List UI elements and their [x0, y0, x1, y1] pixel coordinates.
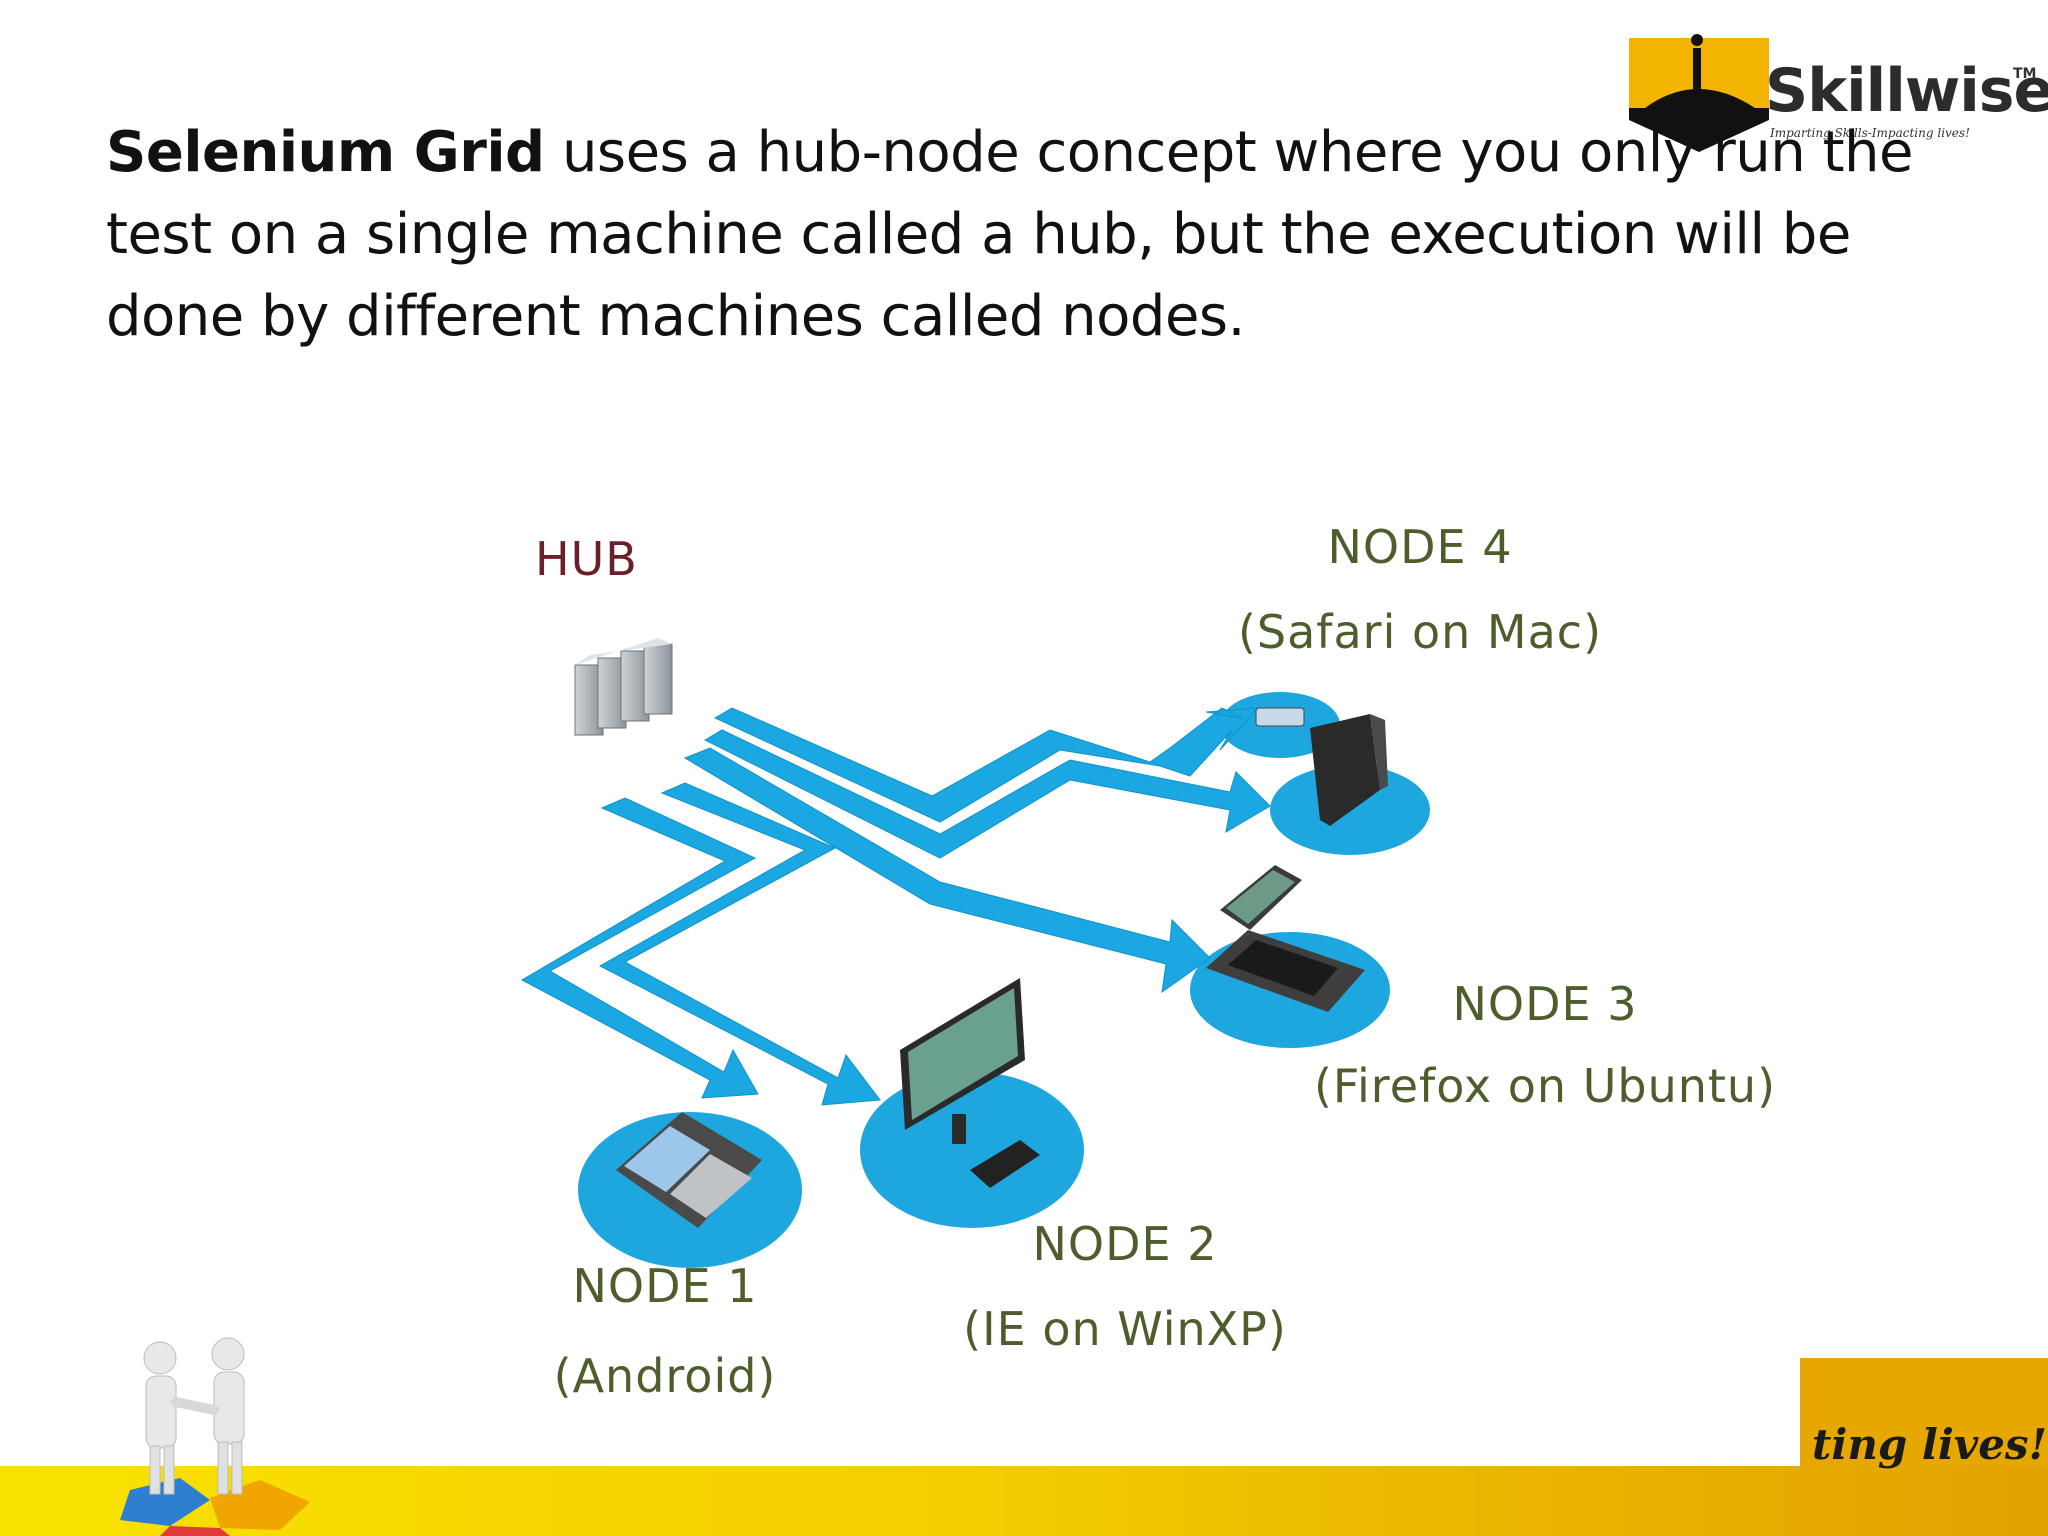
node4-sublabel: (Safari on Mac): [1238, 605, 1602, 659]
logo-wordmark: Skillwise: [1765, 56, 2048, 126]
node4-label: NODE 4: [1328, 520, 1513, 574]
arrow-to-node2: [598, 782, 881, 1106]
arrow-to-node4-b: [703, 729, 1271, 859]
server-rack-icon: [574, 638, 673, 736]
arrow-to-node3: [683, 747, 1211, 994]
node2-label: NODE 2: [1033, 1217, 1218, 1271]
node1-label: NODE 1: [573, 1259, 758, 1313]
logo-tagline: Imparting Skills-Impacting lives!: [1770, 126, 1970, 140]
slide-body-text: Selenium Grid uses a hub-node concept wh…: [106, 112, 1926, 358]
hub-label: HUB: [535, 532, 638, 586]
skillwise-logo: Skillwise TM Imparting Skills-Impacting …: [1625, 30, 2048, 155]
logo-trademark: TM: [2013, 66, 2037, 82]
node3-label: NODE 3: [1453, 977, 1638, 1031]
laptop-icon: [1206, 865, 1365, 1012]
footer-tagline-fragment: ting lives!: [1812, 1420, 2047, 1469]
node1-sublabel: (Android): [554, 1349, 777, 1403]
mac-mini-icon: [1255, 707, 1305, 727]
tablet-icon: [616, 1112, 762, 1228]
skillwise-logo-icon: [1629, 34, 1769, 152]
footer-tab: [1800, 1358, 2048, 1468]
arrow-to-node1: [520, 797, 759, 1099]
handshake-people-icon: [110, 1330, 320, 1536]
node2-sublabel: (IE on WinXP): [963, 1302, 1287, 1356]
body-text-rest: uses a hub-node concept where you only r…: [106, 120, 1914, 349]
body-text-bold: Selenium Grid: [106, 120, 545, 185]
node3-sublabel: (Firefox on Ubuntu): [1314, 1059, 1776, 1113]
desktop-monitor-icon: [900, 978, 1040, 1188]
arrow-to-node4-a: [713, 707, 1260, 823]
footer-band: [0, 1466, 2048, 1536]
selenium-grid-diagram: HUB NODE 4 (Safari on Mac) NODE 3 (Firef…: [380, 490, 1800, 1470]
mac-pro-tower-icon: [1310, 714, 1388, 826]
node2-disc: [860, 1072, 1084, 1228]
